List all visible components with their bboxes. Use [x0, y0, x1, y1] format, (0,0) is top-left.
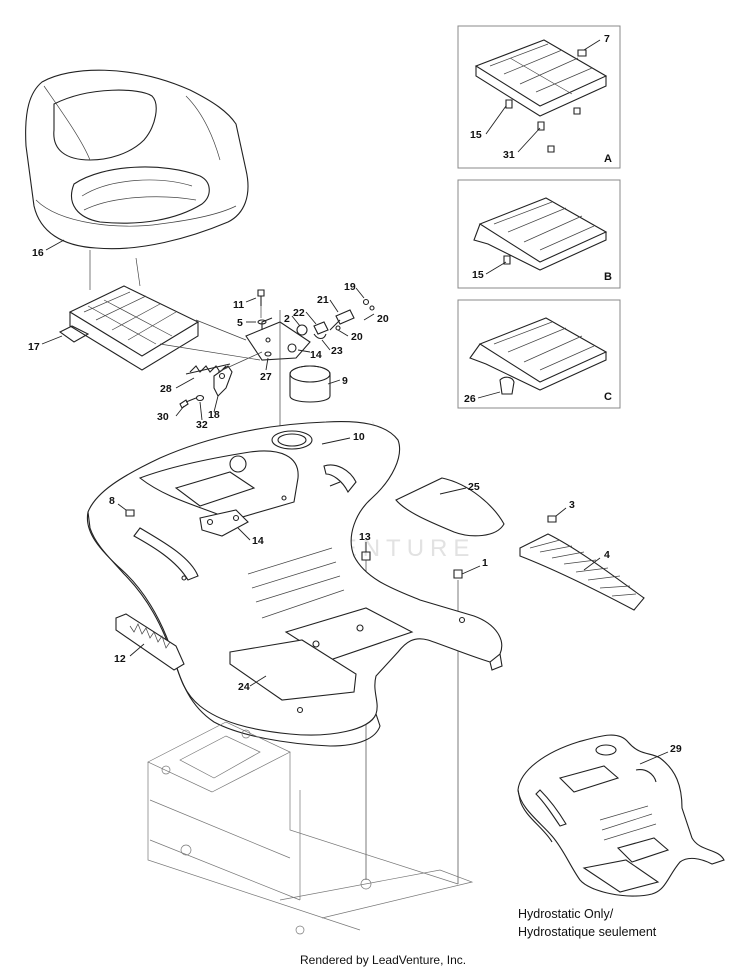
- footrest-mat: [519, 515, 645, 611]
- seat: [25, 69, 249, 250]
- label-12: 12: [114, 653, 126, 665]
- label-14-lower: 14: [252, 535, 264, 547]
- label-16: 16: [32, 247, 44, 259]
- label-21: 21: [317, 294, 329, 306]
- label-17: 17: [28, 341, 40, 353]
- fuel-cap: [289, 365, 331, 403]
- part-labels: 16 17 11 5 2 22 21 19 20 20 23 14 27 28 …: [28, 33, 682, 755]
- lower-bracket: [125, 509, 249, 537]
- hydrostatic-note: Hydrostatic Only/ Hydrostatique seulemen…: [518, 907, 657, 939]
- label-22: 22: [293, 307, 305, 319]
- label-31: 31: [503, 149, 515, 161]
- inset-b: [457, 179, 621, 289]
- inset-letter-a: A: [604, 153, 612, 165]
- label-20-b: 20: [351, 331, 363, 343]
- label-2: 2: [284, 313, 290, 325]
- fender-bar: [115, 613, 185, 671]
- seat-bracket: [245, 289, 375, 361]
- label-19: 19: [344, 281, 356, 293]
- label-14-top: 14: [310, 349, 322, 361]
- note-line-2: Hydrostatique seulement: [518, 925, 657, 939]
- label-4: 4: [604, 549, 610, 561]
- label-26: 26: [464, 393, 476, 405]
- inset-a: [457, 25, 621, 169]
- fasteners: [361, 551, 463, 579]
- label-18: 18: [208, 409, 220, 421]
- fender-pad: [395, 477, 505, 537]
- inset-letter-b: B: [604, 271, 612, 283]
- label-1: 1: [482, 557, 488, 569]
- label-23: 23: [331, 345, 343, 357]
- label-3: 3: [569, 499, 575, 511]
- render-credit: Rendered by LeadVenture, Inc.: [300, 953, 466, 967]
- label-28: 28: [160, 383, 172, 395]
- label-11: 11: [233, 299, 244, 311]
- label-32: 32: [196, 419, 208, 431]
- label-15-b: 15: [472, 269, 484, 281]
- label-9: 9: [342, 375, 348, 387]
- hydrostatic-fender: [517, 734, 725, 897]
- seat-spring: [179, 363, 233, 409]
- inset-c: [457, 299, 621, 409]
- inset-letters: A B C: [604, 153, 612, 403]
- label-5: 5: [237, 317, 243, 329]
- label-24: 24: [238, 681, 250, 693]
- label-8: 8: [109, 495, 115, 507]
- inset-letter-c: C: [604, 391, 612, 403]
- label-25: 25: [468, 481, 480, 493]
- tractor-frame: [147, 721, 474, 935]
- note-line-1: Hydrostatic Only/: [518, 907, 614, 921]
- label-15-a: 15: [470, 129, 482, 141]
- fender: [86, 421, 503, 747]
- label-7: 7: [604, 33, 610, 45]
- label-20-a: 20: [377, 313, 389, 325]
- label-27: 27: [260, 371, 272, 383]
- label-30: 30: [157, 411, 169, 423]
- label-10: 10: [353, 431, 365, 443]
- leader-lines: [41, 39, 669, 765]
- label-29: 29: [670, 743, 682, 755]
- seat-pan: [58, 285, 200, 371]
- label-13: 13: [359, 531, 371, 543]
